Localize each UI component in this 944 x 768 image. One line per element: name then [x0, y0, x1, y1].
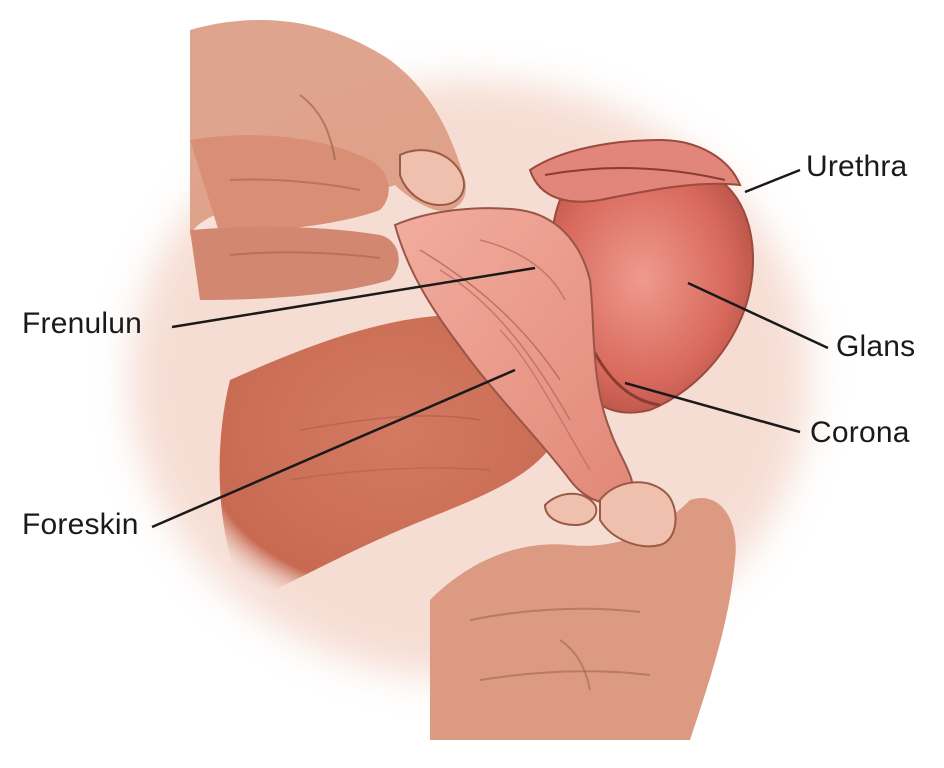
corona-label: Corona	[810, 416, 910, 450]
foreskin-label: Foreskin	[22, 508, 139, 542]
urethra-label: Urethra	[806, 150, 907, 184]
frenulum-label: Frenulun	[22, 307, 142, 341]
urethra-leader-line	[745, 170, 800, 192]
glans-label: Glans	[836, 330, 915, 364]
